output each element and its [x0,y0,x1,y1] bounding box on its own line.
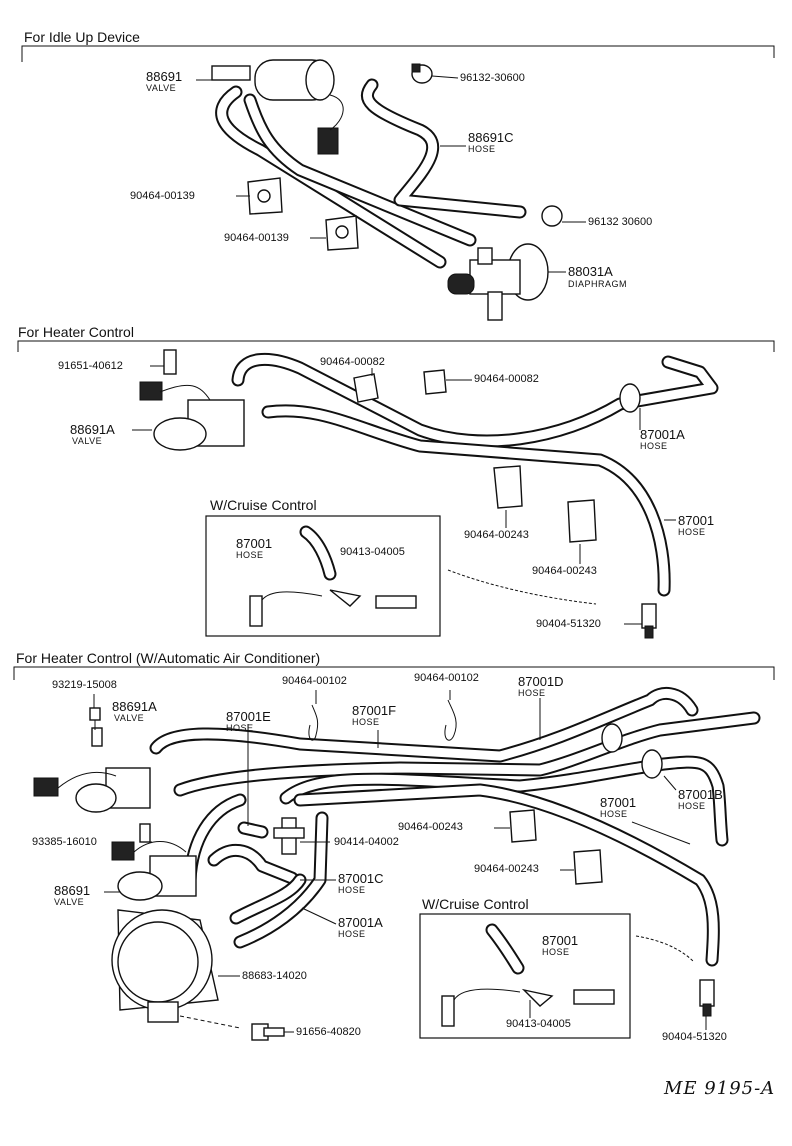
heater-vsv [641,603,657,639]
heater-clips [353,369,597,543]
section-title-heater: For Heater Control [18,324,134,340]
heater-cruise-box [205,515,441,637]
section-title-idle-up: For Idle Up Device [24,29,140,45]
label-s3-tee: 90414-04002 [334,836,399,848]
label-s3-vsv: 90404-51320 [662,1031,727,1043]
label-s3-clip-d: 90464-00243 [474,863,539,875]
auto-ac-cruise-parts [441,923,615,1027]
label-s2-hose-a-sub: HOSE [640,441,668,451]
label-s3-clip-b: 90464-00102 [414,672,479,684]
label-s2-cruise-hose-sub: HOSE [236,550,264,560]
label-s2-clip-top2: 90464-00082 [474,373,539,385]
idle-up-bracket [21,45,775,62]
idle-up-clamp-b [541,205,563,227]
auto-ac-leaders [93,690,707,1033]
label-s3-hose-c-num: 87001C [338,871,384,886]
label-s3-hose-b-num: 87001B [678,787,723,802]
idle-up-valve [211,59,344,155]
label-s3-valve-num: 88691 [54,883,91,898]
heater-valve [139,349,245,451]
label-s2-valve-num: 88691A [70,422,115,437]
label-s1-clip-a: 90464-00139 [130,190,195,202]
label-s2-clip-top: 90464-00082 [320,356,385,368]
label-s3-hose-f-num: 87001F [352,703,397,718]
label-s3-cruise-fit: 90413-04005 [506,1018,571,1030]
idle-up-clamp-a [411,63,433,84]
auto-ac-vsv [699,979,715,1017]
label-s3-valve-sub: VALVE [54,897,85,907]
heater-hoses [231,352,719,597]
section-title-heater-auto: For Heater Control (W/Automatic Air Cond… [16,650,321,666]
label-s1-clamp-b: 96132 30600 [588,216,653,228]
auto-ac-actuator [111,909,241,1029]
auto-ac-valve [111,823,197,901]
label-s1-valve-sub: VALVE [146,83,177,93]
label-s1-clip-b: 90464-00139 [224,232,289,244]
label-s1-clamp-a: 96132-30600 [460,72,525,84]
label-s1-valve-num: 88691 [146,69,183,84]
auto-ac-clips [308,699,663,885]
label-s3-cruise-hose-num: 87001 [542,933,579,948]
label-s1-hose-num: 88691C [468,130,514,145]
label-s3-hose-e-num: 87001E [226,709,271,724]
label-s3-hose-e-sub: HOSE [226,723,254,733]
auto-ac-hoses [149,687,761,967]
label-s3-hose-f-sub: HOSE [352,717,380,727]
label-s3-hose-c-sub: HOSE [338,885,366,895]
label-s3-cruise-hose-sub: HOSE [542,947,570,957]
label-s3-hose-d-num: 87001D [518,674,564,689]
reference-code: ME 9195-A [664,1078,776,1099]
label-s2-bolt: 91651-40612 [58,360,123,372]
label-s2-clip-mid1: 90464-00243 [464,529,529,541]
label-s3-hose-num: 87001 [600,795,637,810]
heater-bracket [17,340,775,352]
heater-auto-bracket [13,666,775,680]
label-s3-actuator: 88683-14020 [242,970,307,982]
label-s3-hose-b-sub: HOSE [678,801,706,811]
label-s1-hose-sub: HOSE [468,144,496,154]
idle-up-hoses [215,78,527,269]
label-s2-vsv: 90404-51320 [536,618,601,630]
label-s3-hose-a-num: 87001A [338,915,383,930]
label-s3-clip-a: 90464-00102 [282,675,347,687]
auto-ac-cruise-box [419,913,631,1039]
label-s1-diaph-num: 88031A [568,264,613,279]
label-s3-hose-a-sub: HOSE [338,929,366,939]
heater-cruise-parts [249,525,417,627]
label-s2-clip-mid2: 90464-00243 [532,565,597,577]
label-s3-screw: 93385-16010 [32,836,97,848]
heater-grommet [619,383,641,413]
label-s2-cruise-fit: 90413-04005 [340,546,405,558]
auto-ac-valve-a [33,727,151,813]
idle-up-clip-a [247,177,283,215]
auto-ac-tee [273,817,305,855]
label-s3-valve-a-num: 88691A [112,699,157,714]
cruise-box-title-2: W/Cruise Control [422,896,529,912]
label-s2-valve-sub: VALVE [72,436,103,446]
label-s3-valve-a-sub: VALVE [114,713,145,723]
label-s3-bolt2: 91656-40820 [296,1026,361,1038]
cruise-box-title-1: W/Cruise Control [210,497,317,513]
label-s2-hose-num: 87001 [678,513,715,528]
idle-up-clip-b [325,215,359,251]
label-s2-cruise-hose-num: 87001 [236,536,273,551]
label-s3-hose-d-sub: HOSE [518,688,546,698]
label-s2-hose-sub: HOSE [678,527,706,537]
label-s3-clip-c: 90464-00243 [398,821,463,833]
idle-up-diaphragm [447,243,549,321]
label-s1-diaph-sub: DIAPHRAGM [568,279,628,289]
heater-leaders [132,365,676,625]
idle-up-leaders [196,75,586,273]
label-s3-hose-sub: HOSE [600,809,628,819]
label-s3-bolt: 93219-15008 [52,679,117,691]
label-s2-hose-a-num: 87001A [640,427,685,442]
